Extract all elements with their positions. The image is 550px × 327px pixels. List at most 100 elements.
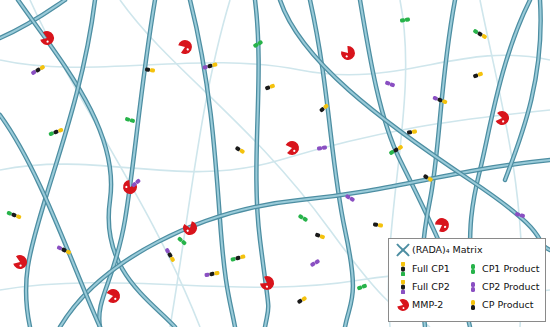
peptide-cpp-segment [378, 223, 384, 228]
mmp2-enzyme [495, 110, 510, 126]
legend-label: Full CP1 [412, 263, 450, 275]
mmp2-enzyme [106, 288, 121, 304]
peptide-cpp [473, 71, 484, 78]
mmp2-enzyme [39, 29, 56, 47]
peptide-cp2-segment [214, 271, 220, 276]
peptide-cpp [373, 222, 384, 228]
peptide-cp2p-segment [389, 82, 395, 87]
legend-peptide [401, 262, 405, 276]
peptide-cp2 [165, 248, 176, 263]
peptide-cpp-segment [239, 148, 245, 154]
fiber [280, 0, 550, 250]
peptide-cp2p [515, 212, 526, 218]
fiber [470, 0, 530, 250]
fiber [99, 0, 155, 327]
peptide-cp2-segment [212, 62, 218, 67]
fiber-outline [470, 0, 530, 250]
mmp2-shape [259, 274, 277, 292]
mmp2-enzyme [181, 220, 199, 237]
peptide-cp2-segment [209, 272, 215, 277]
peptide-cp2-segment [65, 249, 71, 255]
fiber [26, 0, 95, 327]
peptide-cp1p-segment [405, 17, 411, 22]
mmp2-highlight [125, 185, 128, 188]
peptide-cp1 [6, 211, 21, 220]
peptide-cp2p [310, 259, 321, 267]
peptide-cp2 [204, 271, 219, 278]
peptide-cp1-segment [397, 145, 403, 151]
peptide-cpp-segment [427, 176, 433, 182]
peptide-cp2p-segment [314, 259, 320, 265]
peptide-cpp [319, 103, 329, 112]
peptide-cp1 [48, 128, 63, 137]
peptide-cpp-segment [145, 67, 151, 72]
peptide-cp1-segment [16, 214, 22, 219]
fiber-outline [0, 115, 100, 327]
fiber [190, 0, 235, 327]
peptide-cp2-segment [170, 256, 176, 262]
peptide-cp2p [317, 145, 328, 151]
legend-peptide-segment [471, 282, 475, 287]
peptide-cp1p-segment [181, 239, 187, 245]
mmp2-highlight [265, 285, 268, 288]
legend-peptide-segment [471, 305, 475, 310]
legend-peptide-segment [471, 264, 475, 269]
legend-label: Full CP2 [412, 281, 450, 293]
legend-peptide-segment [401, 272, 405, 277]
mmp2-highlight [186, 48, 189, 51]
mmp2-shape [39, 29, 56, 47]
mmp2-highlight [114, 298, 117, 301]
mmp2-highlight [502, 120, 505, 123]
peptide-cp1-segment [481, 34, 487, 40]
fiber-outline [190, 0, 235, 327]
peptide-cp2 [56, 245, 71, 255]
legend-sample [465, 262, 481, 276]
peptide-cp1p [253, 40, 264, 48]
peptide-cp1p-segment [361, 283, 367, 288]
peptide-cpp-segment [407, 130, 413, 135]
peptide-cp1p [177, 236, 187, 245]
mmp2-enzyme [12, 253, 29, 271]
peptide-cpp [297, 296, 308, 304]
mmp2-shape [177, 38, 194, 56]
mmp2-shape [495, 110, 510, 126]
legend-box: (RADA)₄ MatrixFull CP1CP1 ProductFull CP… [388, 238, 546, 322]
legend-fiber [397, 244, 409, 256]
peptide-cp1p-segment [125, 117, 131, 122]
peptide-cpp [423, 174, 434, 182]
fiber [310, 0, 353, 327]
peptide-cp2-segment [39, 65, 45, 71]
peptide-cpp [407, 129, 418, 135]
peptide-cp2-segment [442, 99, 448, 104]
legend-fiber [397, 244, 409, 256]
peptide-cp2p [345, 194, 356, 202]
peptide-cp2-segment [202, 65, 208, 70]
legend-peptide-segment [401, 262, 405, 267]
mmp2-shape [12, 253, 29, 271]
peptide-cp2p-segment [349, 196, 355, 202]
peptide-cp1p-segment [302, 216, 308, 222]
peptide-cp2 [31, 65, 46, 76]
peptide-cp2-segment [204, 272, 210, 277]
peptide-cp1 [230, 254, 246, 262]
peptide-cp2p-segment [515, 212, 521, 217]
fiber-outline [99, 0, 155, 327]
mmp2-shape [285, 140, 300, 156]
peptide-cp1p-segment [400, 18, 406, 23]
peptide-cpp-segment [269, 83, 275, 88]
peptide-cp1-segment [230, 257, 236, 262]
thin-fiber [120, 0, 430, 327]
peptide-cpp [235, 146, 246, 154]
legend-peptide [401, 280, 405, 294]
legend-sample [465, 298, 481, 312]
legend-sample [395, 243, 411, 257]
legend-peptide-segment [471, 300, 475, 305]
peptide-cp1 [473, 29, 488, 40]
peptide-cpp-segment [412, 129, 418, 134]
legend-peptide [471, 264, 475, 274]
mmp2-enzyme [285, 140, 300, 156]
mmp2-enzyme [396, 298, 410, 312]
peptide-cp2p-segment [317, 146, 323, 151]
peptide-cpp-segment [477, 71, 483, 76]
fiber-outline [310, 0, 353, 327]
